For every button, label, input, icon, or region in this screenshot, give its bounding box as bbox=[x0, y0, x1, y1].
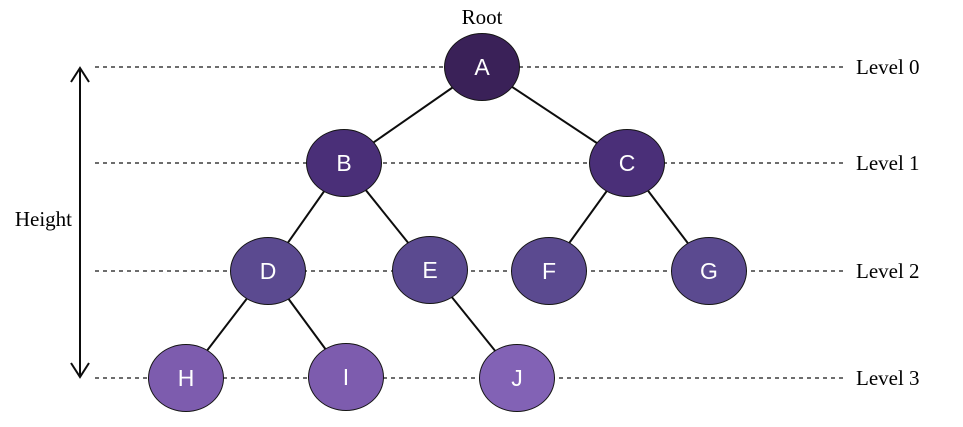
height-arrow bbox=[70, 66, 90, 379]
tree-node-f: F bbox=[511, 237, 587, 305]
level-label-2: Level 2 bbox=[856, 259, 920, 283]
tree-node-e: E bbox=[392, 236, 468, 304]
tree-node-d: D bbox=[230, 237, 306, 305]
tree-node-a: A bbox=[444, 33, 520, 101]
root-label: Root bbox=[461, 5, 503, 29]
tree-node-g: G bbox=[671, 237, 747, 305]
level-label-0: Level 0 bbox=[856, 55, 920, 79]
tree-node-b: B bbox=[306, 129, 382, 197]
tree-node-h: H bbox=[148, 344, 224, 412]
tree-node-i: I bbox=[308, 343, 384, 411]
height-label: Height bbox=[14, 207, 72, 231]
tree-node-c: C bbox=[589, 129, 665, 197]
level-label-1: Level 1 bbox=[856, 151, 920, 175]
level-label-3: Level 3 bbox=[856, 366, 920, 390]
tree-node-j: J bbox=[479, 344, 555, 412]
